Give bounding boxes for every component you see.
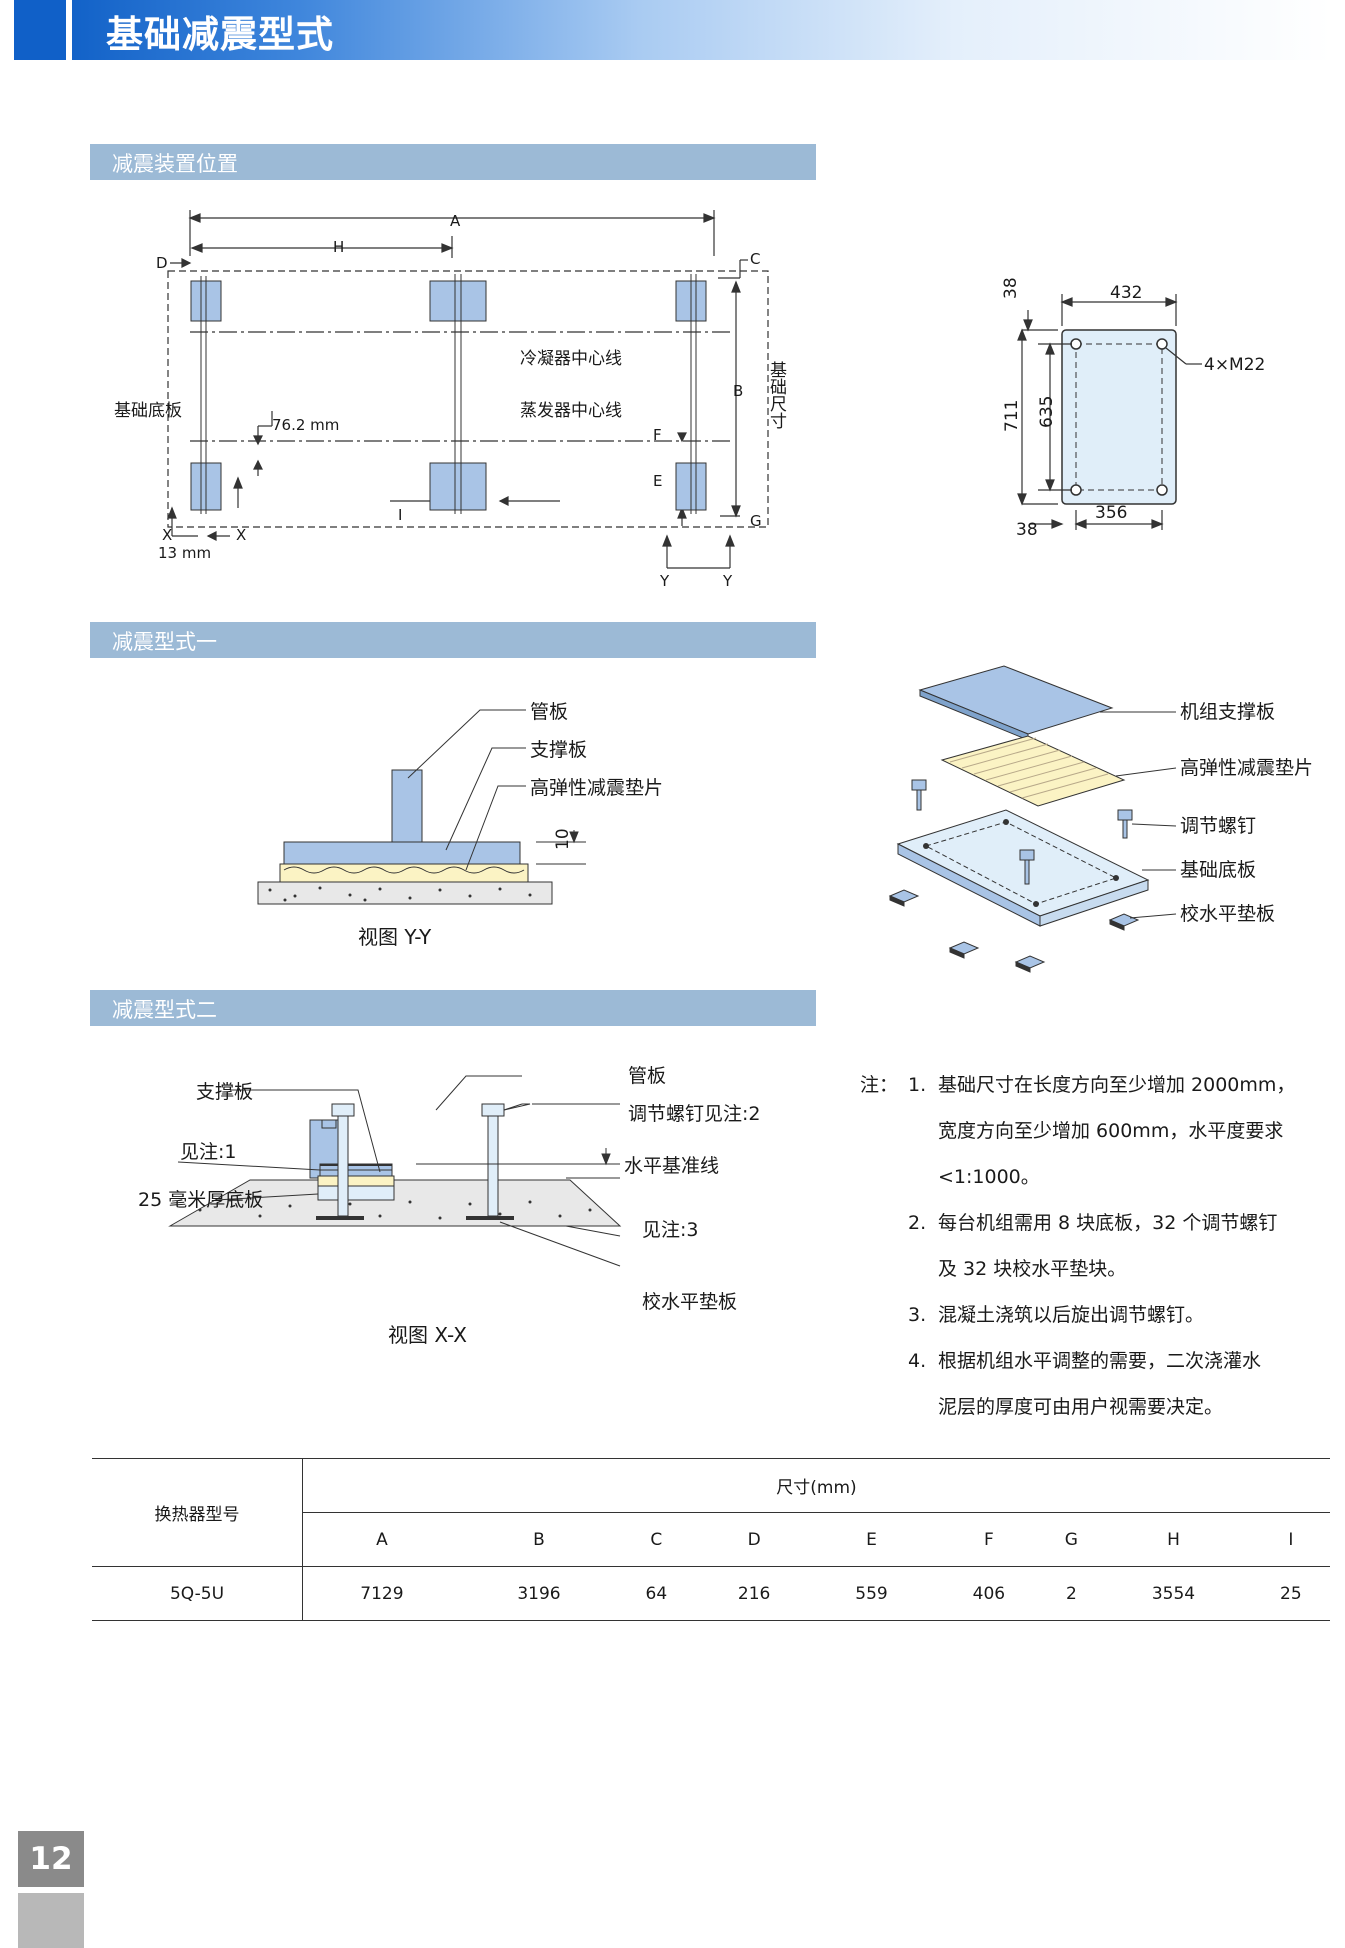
notes-prefix: 注： bbox=[860, 1074, 899, 1096]
label-pad-yy: 高弹性减震垫片 bbox=[530, 777, 663, 799]
dim-356: 356 bbox=[1095, 503, 1127, 523]
header-accent-block bbox=[14, 0, 66, 60]
section-bar-type2: 减震型式二 bbox=[90, 990, 816, 1026]
label-level-line: 水平基准线 bbox=[624, 1155, 719, 1177]
table-cell: 2 bbox=[1065, 1583, 1077, 1604]
label-adj-bolt: 调节螺钉 bbox=[1180, 815, 1256, 837]
table-col-header: C bbox=[650, 1529, 663, 1550]
caption-view-yy: 视图 Y-Y bbox=[358, 925, 432, 949]
section-title-type2: 减震型式二 bbox=[112, 998, 217, 1022]
table-col-header: E bbox=[866, 1529, 877, 1550]
table-cell: 3554 bbox=[1151, 1583, 1196, 1604]
table-cell: 559 bbox=[855, 1583, 888, 1604]
dim-38-bottom: 38 bbox=[1016, 520, 1038, 540]
table-cell: 64 bbox=[645, 1583, 668, 1604]
dim-label-G: G bbox=[750, 512, 762, 530]
table-cell: 7129 bbox=[360, 1583, 404, 1604]
note-item: 注： 1. 基础尺寸在长度方向至少增加 2000mm， 宽度方向至少增加 600… bbox=[860, 1062, 1330, 1200]
section-mark-y2: Y bbox=[722, 572, 733, 590]
label-level-pad: 校水平垫板 bbox=[1180, 903, 1275, 925]
note-item: 4. 根据机组水平调整的需要，二次浇灌水 泥层的厚度可由用户视需要决定。 bbox=[908, 1350, 1262, 1418]
section-mark-x2: X bbox=[236, 526, 246, 544]
label-tube-sheet-xx: 管板 bbox=[628, 1065, 666, 1087]
table-col-header: H bbox=[1167, 1529, 1180, 1550]
label-adj-bolt-note2: 调节螺钉见注:2 bbox=[628, 1103, 761, 1125]
table-col-header: A bbox=[376, 1529, 388, 1550]
table-col-header: D bbox=[747, 1529, 761, 1550]
label-base-25: 25 毫米厚底板 bbox=[138, 1189, 263, 1211]
table-col-header: G bbox=[1064, 1529, 1078, 1550]
table-col-header: F bbox=[983, 1529, 994, 1550]
label-see-note1: 见注:1 bbox=[180, 1141, 237, 1163]
table-row: 5Q-5U 7129 3196 64 216 559 406 2 3554 25 bbox=[92, 1566, 1330, 1621]
dim-label-762mm: 76.2 mm bbox=[272, 416, 339, 434]
section-title-type1: 减震型式一 bbox=[112, 630, 217, 654]
dim-label-H: H bbox=[333, 238, 344, 256]
page-number: 12 bbox=[18, 1831, 84, 1887]
dim-10: 10 bbox=[553, 828, 573, 850]
label-tube-sheet-yy: 管板 bbox=[530, 701, 568, 723]
table-header-size: 尺寸(mm) bbox=[302, 1458, 1330, 1513]
label-base-plate: 基础底板 bbox=[114, 401, 182, 421]
section-title-position: 减震装置位置 bbox=[112, 152, 238, 176]
base-plate-dimension-diagram: 432 38 711 635 356 38 4×M22 bbox=[1001, 277, 1265, 540]
label-bolts: 4×M22 bbox=[1204, 355, 1265, 375]
label-see-note3: 见注:3 bbox=[642, 1219, 699, 1241]
dimension-table: 换热器型号 尺寸(mm) A B C D E F G H I 5Q-5U 712… bbox=[92, 1458, 1330, 1621]
label-support-plate-xx: 支撑板 bbox=[196, 1081, 253, 1103]
section-bar-position: 减震装置位置 bbox=[90, 144, 816, 180]
dim-label-A: A bbox=[450, 212, 461, 230]
section-mark-x1: X bbox=[162, 526, 172, 544]
dim-432: 432 bbox=[1110, 283, 1142, 303]
dim-label-C: C bbox=[750, 250, 760, 268]
table-col-header: I bbox=[1288, 1529, 1294, 1550]
dim-label-13mm: 13 mm bbox=[158, 544, 211, 562]
table-header-model: 换热器型号 bbox=[92, 1458, 303, 1567]
notes-block: 注： 1. 基础尺寸在长度方向至少增加 2000mm， 宽度方向至少增加 600… bbox=[860, 1062, 1330, 1430]
label-unit-support: 机组支撑板 bbox=[1180, 701, 1275, 723]
table-cell-model: 5Q-5U bbox=[92, 1566, 303, 1621]
note-item: 2. 每台机组需用 8 块底板，32 个调节螺钉 及 32 块校水平垫块。 bbox=[908, 1212, 1278, 1280]
label-support-plate-yy: 支撑板 bbox=[530, 739, 587, 761]
dim-label-I: I bbox=[398, 506, 402, 524]
dim-38-top: 38 bbox=[1001, 277, 1021, 299]
dim-label-B: B bbox=[733, 382, 743, 400]
dim-635: 635 bbox=[1037, 396, 1057, 428]
dim-label-D: D bbox=[156, 254, 168, 272]
table-col-header: B bbox=[533, 1529, 545, 1550]
table-cell: 3196 bbox=[517, 1583, 561, 1604]
view-xx-diagram: 支撑板 见注:1 25 毫米厚底板 管板 调节螺钉见注:2 水平基准线 见注:3… bbox=[138, 1065, 761, 1347]
dim-label-E: E bbox=[653, 472, 662, 490]
view-yy-diagram: 管板 支撑板 高弹性减震垫片 10 视图 Y-Y bbox=[257, 701, 663, 949]
table-cell: 406 bbox=[972, 1583, 1006, 1604]
caption-view-xx: 视图 X-X bbox=[388, 1323, 467, 1347]
header-bar bbox=[72, 0, 1332, 60]
label-base-plate-exploded: 基础底板 bbox=[1180, 859, 1256, 881]
label-pad-exploded: 高弹性减震垫片 bbox=[1180, 757, 1313, 779]
note-item: 3. 混凝土浇筑以后旋出调节螺钉。 bbox=[908, 1304, 1205, 1326]
label-evaporator-line: 蒸发器中心线 bbox=[520, 401, 622, 421]
section-mark-y1: Y bbox=[659, 572, 670, 590]
table-cell: 25 bbox=[1280, 1583, 1302, 1604]
page-title: 基础减震型式 bbox=[106, 13, 334, 56]
dim-711: 711 bbox=[1002, 400, 1022, 432]
label-level-pad-xx: 校水平垫板 bbox=[642, 1291, 737, 1313]
layout-plan-diagram: A H D C B F E G I X X Y Y 13 mm 76.2 mm … bbox=[114, 210, 787, 590]
exploded-view-diagram: 机组支撑板 高弹性减震垫片 调节螺钉 基础底板 校水平垫板 bbox=[888, 665, 1313, 973]
dim-label-F: F bbox=[653, 426, 662, 444]
table-cell: 216 bbox=[737, 1583, 771, 1604]
label-foundation-size: 基础尺寸 bbox=[766, 361, 787, 429]
label-condenser-line: 冷凝器中心线 bbox=[520, 349, 622, 369]
page-number-bar bbox=[18, 1893, 84, 1948]
section-bar-type1: 减震型式一 bbox=[90, 622, 816, 658]
